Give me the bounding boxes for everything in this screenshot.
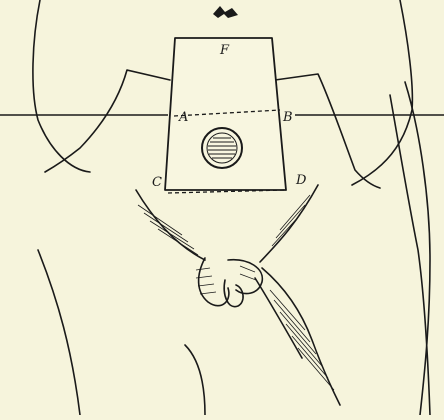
- label-d: D: [295, 173, 307, 188]
- anal-opening: [202, 128, 242, 168]
- label-f: F: [219, 43, 230, 58]
- label-a: A: [178, 110, 188, 125]
- label-c: C: [152, 175, 162, 190]
- label-b: B: [282, 110, 293, 125]
